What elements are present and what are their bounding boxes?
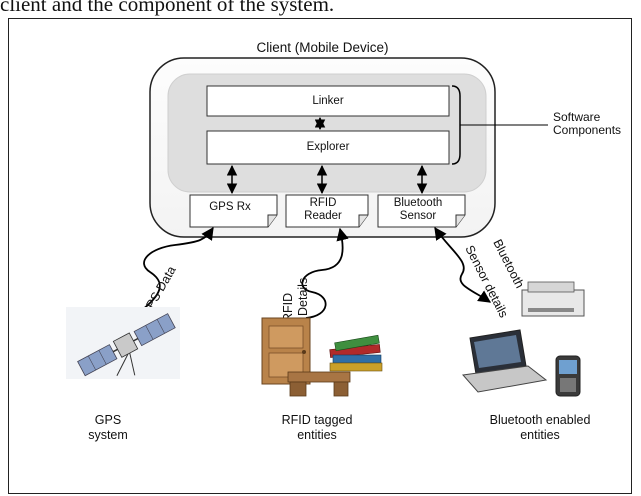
rfid-entities-line2: entities [297,428,337,442]
bluetooth-sensor-line1: Bluetooth [393,197,443,209]
explorer-label: Explorer [306,141,350,153]
gps-data-link [116,226,214,329]
rfid-reader-label: RFID Reader [286,195,360,225]
bluetooth-sensor-label: Bluetooth Sensor [378,195,458,225]
gps-system-label: GPS system [68,413,148,443]
client-title: Client (Mobile Device) [256,40,389,55]
software-components-line1: Software [553,110,601,124]
linker-box [206,85,450,117]
rfid-details-link [301,227,349,319]
rfid-reader-module [285,194,369,228]
figure-caption: client and the component of the system. [0,0,335,16]
rfid-entities-image [261,317,383,397]
rfid-details-label-line1: RFID [281,293,295,322]
explorer-box [206,130,450,165]
gps-system-line2: system [88,428,128,442]
software-components-line2: Components [553,123,622,137]
software-components-label: Software Components [553,111,621,137]
bluetooth-entities-line2: entities [520,428,560,442]
gps-system-line1: GPS [94,413,122,427]
bluetooth-entities-image [462,281,585,397]
bluetooth-sensor-line2: Sensor [399,210,437,222]
satellite-image [66,307,180,379]
figure-frame [8,18,632,494]
rfid-reader-line1: RFID [309,197,337,209]
rfid-details-label-line2: Details [296,278,310,316]
rfid-entities-label: RFID tagged entities [262,413,372,443]
gps-rx-label: GPS Rx [209,200,251,213]
bluetooth-sensor-module [377,194,466,228]
rfid-entities-line1: RFID tagged [281,413,353,427]
linker-label: Linker [312,94,344,107]
gps-rx-module [189,194,278,228]
bluetooth-entities-line1: Bluetooth enabled [489,413,591,427]
rfid-reader-line2: Reader [304,210,342,222]
bluetooth-entities-label: Bluetooth enabled entities [470,413,610,443]
bluetooth-details-link [434,226,492,303]
